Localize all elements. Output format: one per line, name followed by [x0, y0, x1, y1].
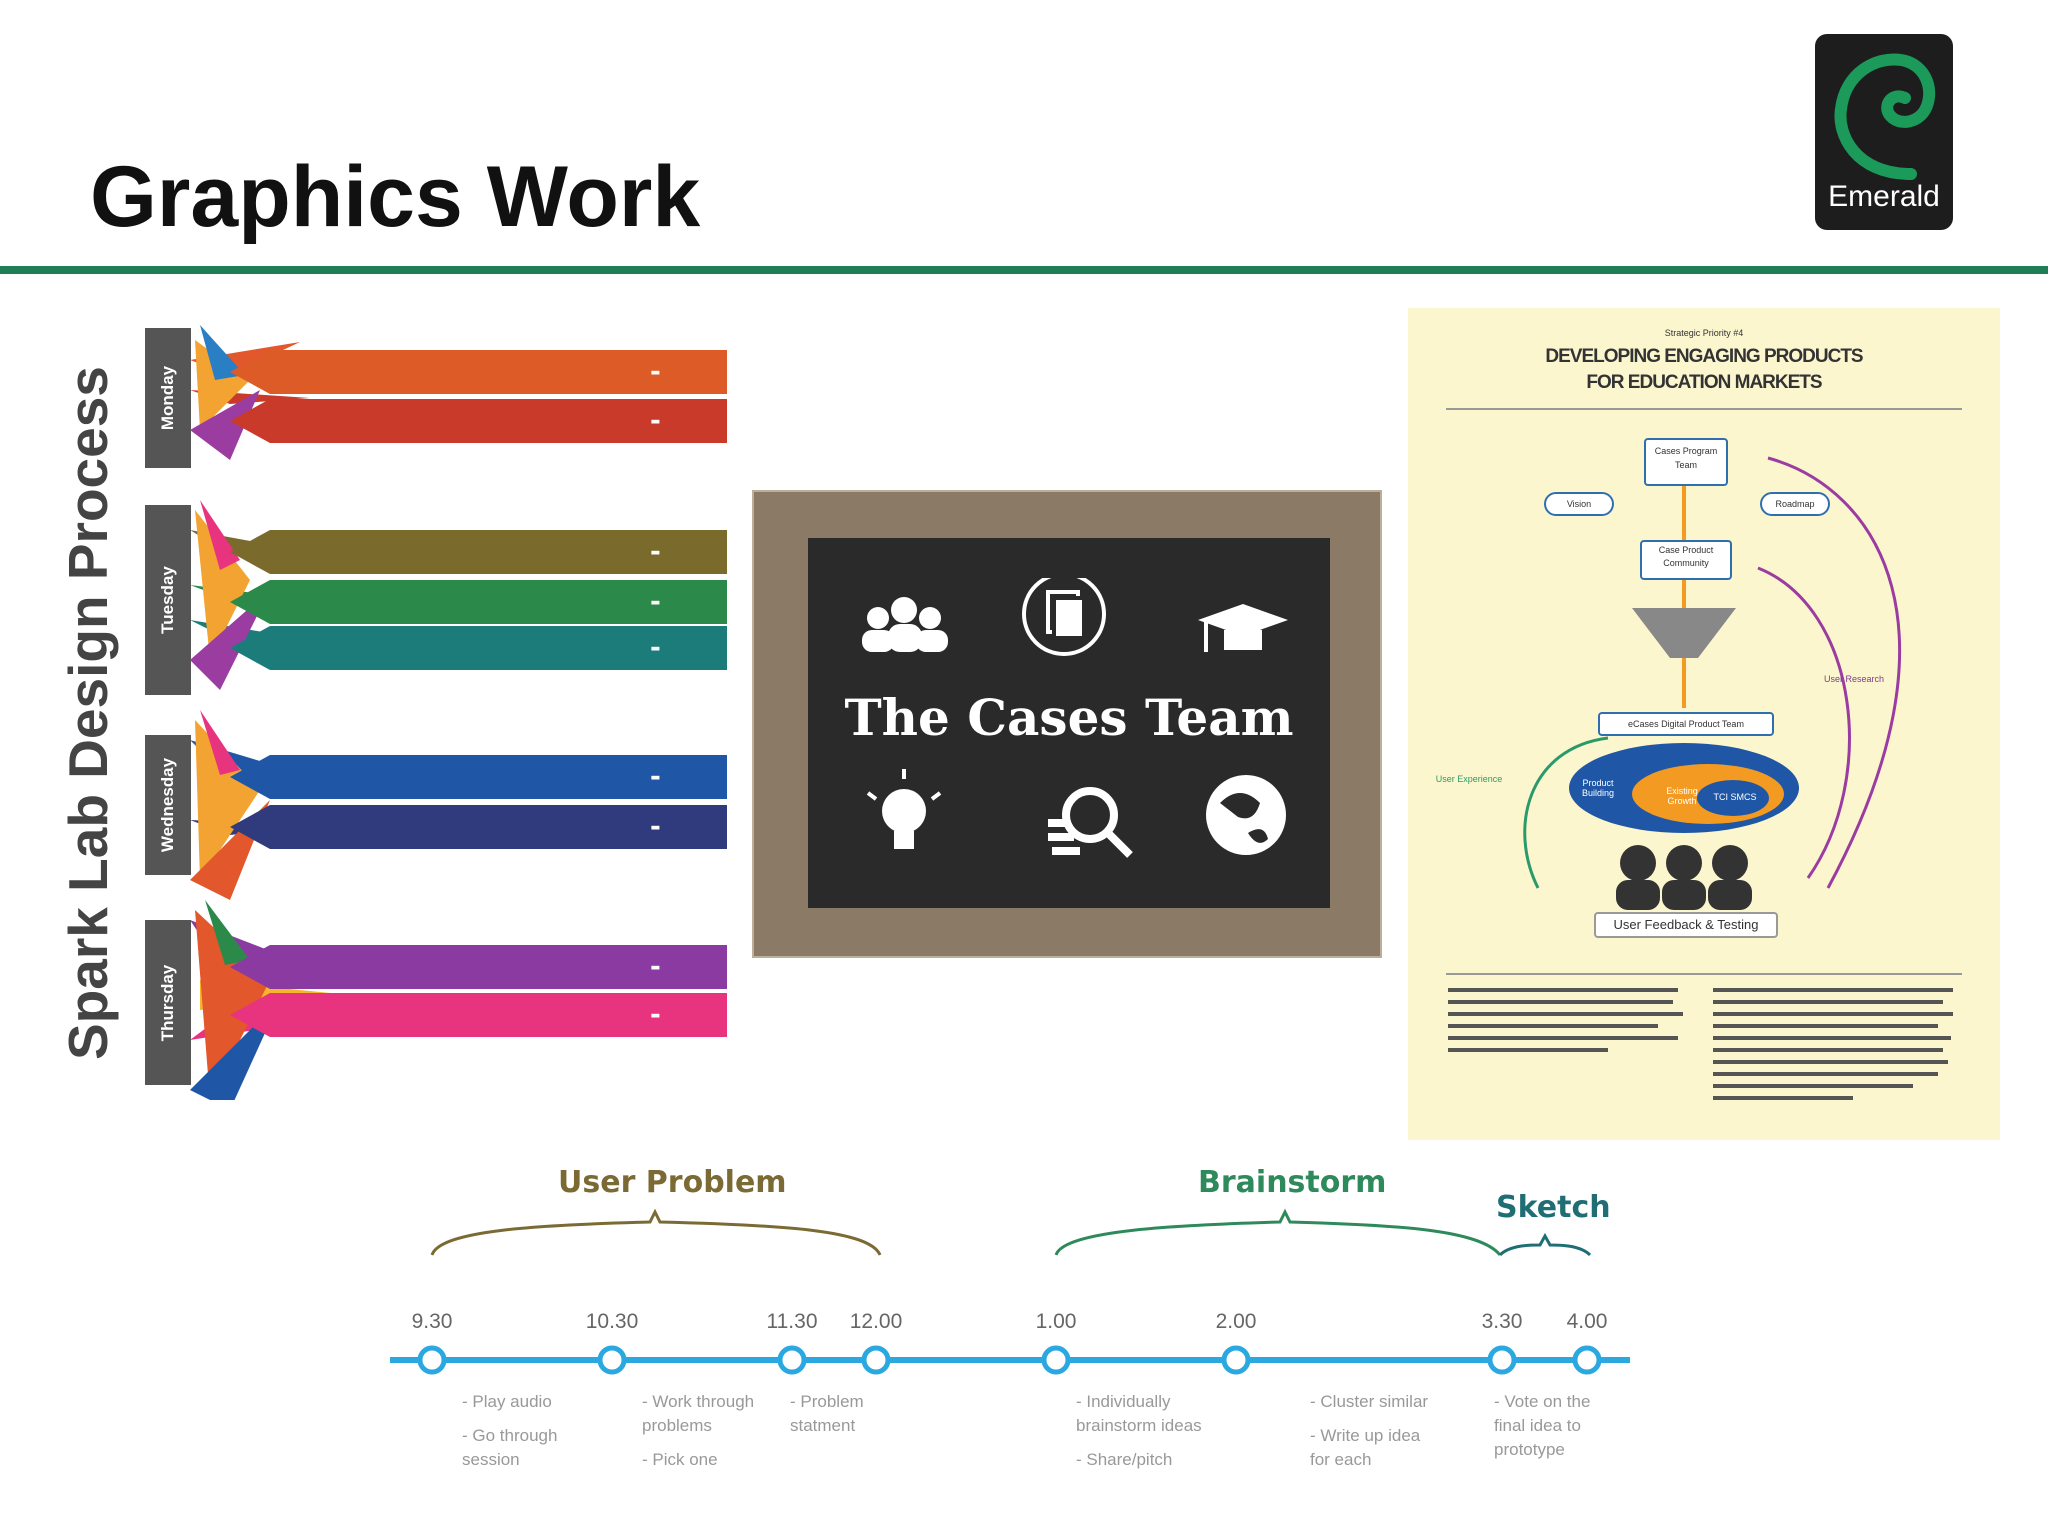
oval-label-product-building: Product Building	[1581, 778, 1615, 798]
burst-decorations	[190, 325, 350, 1100]
poster-divider	[1446, 408, 1962, 410]
node-user-feedback-testing: User Feedback & Testing	[1594, 912, 1778, 938]
timeline-note: - Pick one	[642, 1450, 718, 1469]
funnel-icon	[1632, 608, 1736, 658]
timeline-note: - Problem statment	[790, 1392, 864, 1435]
day-label-wednesday: Wednesday	[145, 735, 191, 875]
tick-label: 9.30	[411, 1310, 453, 1333]
poster-body-text-lines	[1448, 988, 1953, 1100]
users-icon	[1616, 845, 1752, 910]
timeline-markers	[417, 1345, 1602, 1375]
day-label-thursday: Thursday	[145, 920, 191, 1085]
magnifier-chart-icon	[1048, 787, 1133, 858]
globe-icon	[1206, 775, 1286, 855]
band-pitch: - Pitch	[230, 993, 727, 1037]
timeline-group-brainstorm: Brainstorm	[1198, 1165, 1387, 1200]
timeline-note: - Share/pitch	[1076, 1450, 1173, 1469]
tick-label: 1.00	[1035, 1310, 1077, 1333]
band-design-usability-test: - Design Usability Test	[230, 805, 727, 849]
timeline-note: - Work through problems	[642, 1392, 755, 1435]
documents-icon	[1022, 578, 1106, 656]
timeline-note: - Individually brainstorm ideas	[1076, 1392, 1202, 1435]
title-divider	[0, 266, 2048, 274]
band-sketch: - Sketch	[230, 626, 727, 670]
node-vision: Vision	[1544, 492, 1614, 516]
timeline-note: - Go through session	[462, 1426, 558, 1469]
poster-diagram	[1446, 456, 1962, 1100]
timeline-note: - Play audio	[462, 1392, 552, 1411]
timeline-note: - Vote on the final idea to prototype	[1494, 1392, 1591, 1459]
poster-kicker: Strategic Priority #4	[1664, 328, 1744, 338]
tick-label: 3.30	[1481, 1310, 1523, 1333]
label-user-experience: User Experience	[1435, 774, 1503, 784]
emerald-swirl-icon	[1834, 53, 1935, 180]
timeline-note: - Cluster similar	[1310, 1392, 1429, 1411]
board-bottom-icons	[866, 769, 1286, 858]
day-text: Wednesday	[158, 757, 177, 853]
timeline-graphic	[390, 1208, 1630, 1375]
band-user-problem: - User Problem	[230, 530, 727, 574]
day-text: Monday	[158, 365, 177, 431]
day-text: Thursday	[158, 964, 177, 1041]
band-usability-test: - Usability Test	[230, 945, 727, 989]
node-case-product-community: Case Product Community	[1640, 540, 1732, 580]
timeline-group-sketch: Sketch	[1496, 1190, 1611, 1225]
oval-label-existing-growth: Existing Growth	[1666, 786, 1698, 806]
day-label-monday: Monday	[145, 328, 191, 468]
node-roadmap: Roadmap	[1760, 492, 1830, 516]
people-group-icon	[862, 597, 948, 652]
tick-label: 10.30	[585, 1310, 639, 1333]
band-user-presentations: - User Presentations	[230, 350, 727, 394]
brace-user-problem	[430, 1208, 882, 1256]
brace-brainstorm	[1054, 1208, 1502, 1256]
day-label-tuesday: Tuesday	[145, 505, 191, 695]
timeline-group-user-problem: User Problem	[558, 1165, 787, 1200]
board-title: The Cases Team	[844, 688, 1294, 747]
timeline-note: - Write up idea for each	[1310, 1426, 1421, 1469]
tick-label: 12.00	[849, 1310, 903, 1333]
poster-title-line2: FOR EDUCATION MARKETS	[1586, 372, 1822, 393]
board-top-icons	[862, 578, 1288, 656]
burst-monday	[190, 325, 310, 460]
day-text: Tuesday	[158, 566, 177, 634]
tick-label: 4.00	[1566, 1310, 1608, 1333]
graduation-cap-icon	[1198, 604, 1288, 652]
lightbulb-icon	[866, 769, 942, 849]
design-process-heading: Spark Lab Design Process	[57, 366, 119, 1060]
emerald-logo: Emerald	[1815, 34, 1953, 230]
tick-label: 11.30	[766, 1310, 818, 1333]
cases-team-chalkboard: The Cases Team	[752, 490, 1382, 958]
band-brainstorm: - Brainstorm	[230, 580, 727, 624]
node-ecases-digital-product-team: eCases Digital Product Team	[1598, 712, 1774, 736]
tick-label: 2.00	[1215, 1310, 1257, 1333]
label-user-research: User Research	[1823, 674, 1885, 684]
node-cases-program-team: Cases Program Team	[1644, 438, 1728, 486]
brace-sketch	[1498, 1232, 1592, 1257]
band-prototype: - Prototype	[230, 755, 727, 799]
poster-title-line1: DEVELOPING ENGAGING PRODUCTS	[1545, 346, 1863, 367]
oval-label-tci-smcs: TCI SMCS	[1713, 792, 1757, 802]
band-workshop: - Workshop	[230, 399, 727, 443]
logo-label: Emerald	[1828, 180, 1940, 213]
strategy-poster: Strategic Priority #4 DEVELOPING ENGAGIN…	[1408, 308, 2000, 1140]
page-title: Graphics Work	[90, 149, 701, 245]
chalkboard-surface: The Cases Team	[808, 538, 1330, 908]
